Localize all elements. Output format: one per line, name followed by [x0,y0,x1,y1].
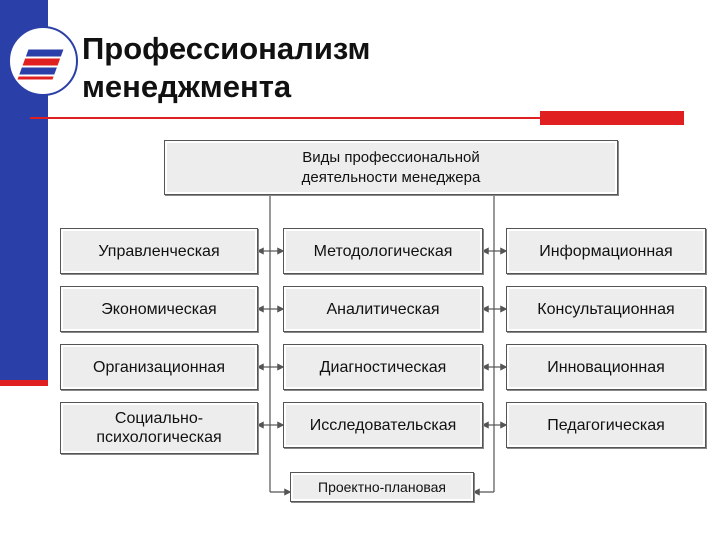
root-node: Виды профессиональной деятельности менед… [164,140,618,195]
node-management: Управленческая [60,228,258,274]
root-node-line1: Виды профессиональной [302,148,480,166]
title-underline [30,117,540,119]
page-title: Профессионализм менеджмента [82,30,370,106]
node-pedagogical: Педагогическая [506,402,706,448]
root-node-line2: деятельности менеджера [301,168,481,186]
books-logo-icon [8,26,78,96]
title-underline-accent-block [540,111,684,125]
node-research: Исследовательская [283,402,483,448]
node-project-planning: Проектно-плановая [290,472,474,502]
node-socio-psychological-line1: Социально- [114,410,204,427]
node-methodological: Методологическая [283,228,483,274]
node-economic: Экономическая [60,286,258,332]
node-analytical: Аналитическая [283,286,483,332]
node-consulting: Консультационная [506,286,706,332]
page-title-line2: менеджмента [82,69,292,104]
node-socio-psychological: Социально- психологическая [60,402,258,454]
node-informational: Информационная [506,228,706,274]
node-diagnostic: Диагностическая [283,344,483,390]
node-socio-psychological-line2: психологическая [96,429,222,446]
node-innovative: Инновационная [506,344,706,390]
node-organizational: Организационная [60,344,258,390]
page-title-line1: Профессионализм [82,31,371,66]
sidebar-red-accent [0,380,48,386]
